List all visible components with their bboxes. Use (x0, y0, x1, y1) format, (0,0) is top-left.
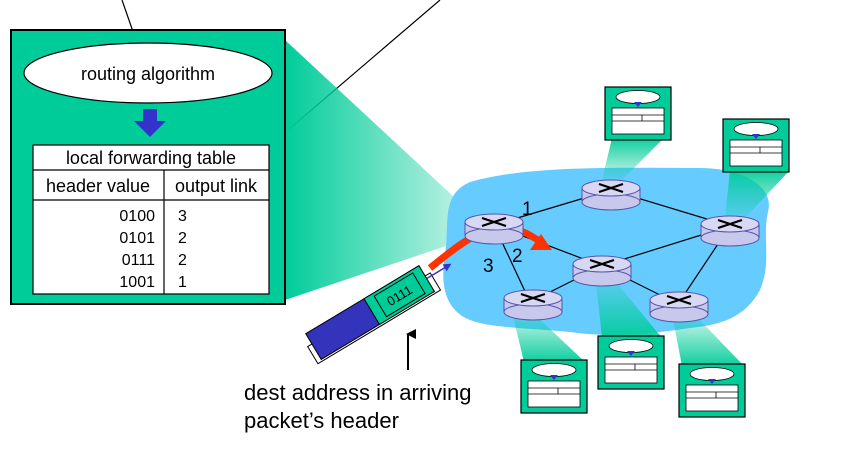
table-rows: 0100 3 0101 2 0111 2 1001 1 (119, 208, 187, 291)
router-box: routing algorithm local forwarding table… (10, 29, 286, 305)
row-header-value: 0111 (122, 252, 155, 269)
router-bottom-left (503, 289, 563, 321)
router-main (464, 213, 524, 245)
forwarding-table: local forwarding table header value outp… (32, 144, 270, 295)
mini-router-box-bottom-left (520, 359, 588, 414)
row-header-value: 0101 (119, 230, 155, 247)
router-right (700, 215, 760, 247)
link-label-3: 3 (483, 256, 494, 277)
row-output-link: 1 (178, 274, 187, 291)
row-output-link: 2 (178, 252, 187, 269)
col-output-link: output link (175, 176, 258, 196)
router-box-beam (285, 40, 488, 300)
arriving-packet: 0111 (305, 263, 452, 365)
beam-bottom-left (512, 312, 585, 362)
beam-right (725, 170, 790, 218)
mini-router-box-bottom-center (597, 335, 665, 390)
link-label-1: 1 (522, 199, 533, 220)
mini-router-box-right (722, 118, 790, 173)
beam-top (602, 138, 664, 180)
row-header-value: 1001 (119, 274, 155, 291)
col-header-value: header value (46, 176, 150, 196)
row-output-link: 3 (178, 208, 187, 225)
beam-bottom-center (596, 282, 662, 338)
table-title: local forwarding table (66, 148, 236, 168)
row-header-value: 0100 (119, 208, 155, 225)
router-center (572, 255, 632, 287)
link-label-2: 2 (512, 246, 523, 267)
routing-algorithm-label: routing algorithm (81, 64, 215, 84)
mini-router-box-bottom-right (678, 363, 746, 418)
router-top (581, 179, 641, 211)
caption-line-1: dest address in arriving (244, 380, 471, 405)
routing-algorithm-ellipse (23, 42, 273, 104)
beam-bottom-right (672, 314, 744, 366)
row-output-link: 2 (178, 230, 187, 247)
router-bottom-right (649, 291, 709, 323)
mini-router-box-top (604, 86, 672, 141)
down-arrow-icon (134, 109, 166, 137)
caption-line-2: packet’s header (244, 408, 399, 433)
